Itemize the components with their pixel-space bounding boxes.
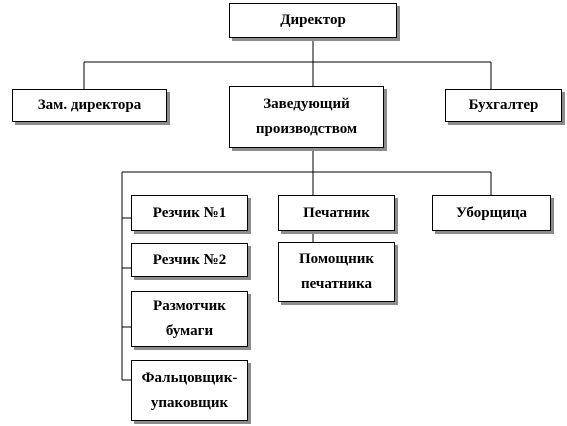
deputy-director-box: Зам. директора bbox=[12, 89, 167, 122]
paper-unwinder-box: Размотчик бумаги bbox=[131, 291, 248, 347]
printer-assistant-box: Помощник печатника bbox=[278, 242, 395, 302]
folder-packer-box: Фальцовщик- упаковщик bbox=[131, 360, 248, 421]
cleaner-box: Уборщица bbox=[432, 195, 551, 231]
cutter-1-box: Резчик №1 bbox=[131, 195, 248, 231]
production-head-box: Заведующий производством bbox=[229, 86, 384, 148]
accountant-box: Бухгалтер bbox=[445, 89, 562, 122]
director-box: Директор bbox=[229, 3, 397, 38]
printer-box: Печатник bbox=[278, 195, 395, 231]
cutter-2-box: Резчик №2 bbox=[131, 243, 248, 277]
